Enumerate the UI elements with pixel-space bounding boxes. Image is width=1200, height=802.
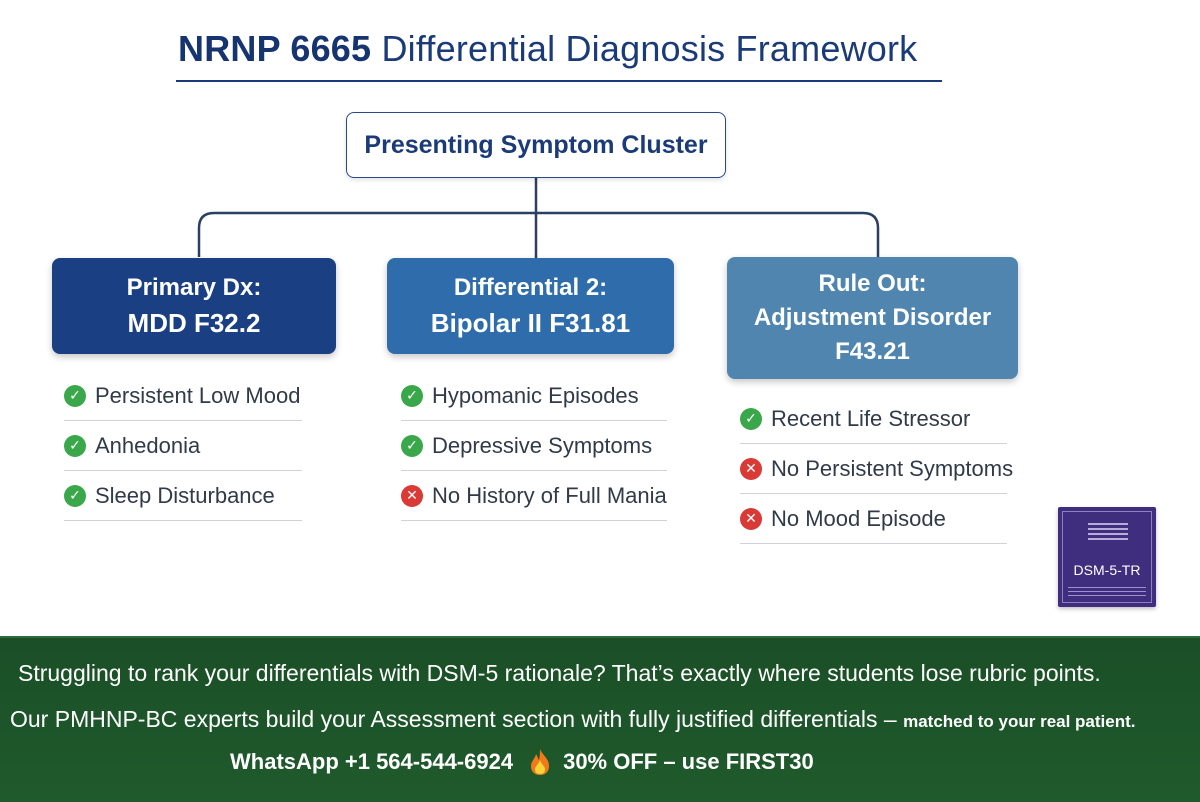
dx-box-primary: Primary Dx: MDD F32.2 — [52, 258, 336, 354]
check-icon: ✓ — [740, 407, 762, 430]
criterion-item: ✓ Hypomanic Episodes — [401, 371, 667, 421]
criterion-item: ✓ Persistent Low Mood — [64, 371, 302, 421]
x-icon: ✕ — [401, 484, 423, 507]
banner-subline-main: Our PMHNP-BC experts build your Assessme… — [10, 706, 897, 732]
check-icon: ✓ — [64, 384, 86, 407]
criterion-text: No Mood Episode — [771, 505, 946, 531]
criterion-text: Hypomanic Episodes — [432, 382, 639, 408]
book-stripe — [1068, 595, 1146, 596]
discount-offer: 30% OFF – use FIRST30 — [563, 749, 814, 774]
criterion-text: Persistent Low Mood — [95, 382, 301, 408]
check-icon: ✓ — [401, 384, 423, 407]
check-icon: ✓ — [64, 434, 86, 457]
banner-subline: Our PMHNP-BC experts build your Assessme… — [10, 706, 1136, 733]
criterion-text: Depressive Symptoms — [432, 432, 653, 458]
check-icon: ✓ — [401, 434, 423, 457]
dx-code: F43.21 — [835, 338, 910, 365]
book-title-line — [1088, 538, 1128, 540]
dx-heading: Primary Dx: — [126, 274, 262, 301]
criterion-text: Anhedonia — [95, 432, 201, 458]
dx-box-rule-out: Rule Out: Adjustment Disorder F43.21 — [727, 257, 1018, 379]
criterion-item: ✕ No History of Full Mania — [401, 471, 667, 521]
criterion-text: No History of Full Mania — [432, 482, 667, 508]
title-text: Differential Diagnosis Framework — [381, 28, 918, 69]
dsm-badge-label: DSM-5-TR — [1073, 562, 1141, 578]
book-stripe — [1068, 591, 1146, 592]
criterion-text: Sleep Disturbance — [95, 482, 275, 508]
book-title-line — [1088, 533, 1128, 535]
course-code: NRNP 6665 — [178, 28, 372, 69]
criterion-item: ✓ Sleep Disturbance — [64, 471, 302, 521]
fire-icon — [531, 749, 550, 775]
promo-banner: Struggling to rank your differentials wi… — [0, 636, 1200, 802]
dx-name: Adjustment Disorder — [753, 304, 992, 331]
book-stripe — [1068, 587, 1146, 588]
book-frame — [1062, 511, 1152, 603]
connector-crossbar — [197, 211, 880, 257]
criterion-item: ✕ No Persistent Symptoms — [740, 444, 1013, 494]
criterion-item: ✕ No Mood Episode — [740, 494, 1007, 544]
criteria-list-rule-out: ✓ Recent Life Stressor ✕ No Persistent S… — [740, 394, 1013, 544]
criteria-list-primary: ✓ Persistent Low Mood ✓ Anhedonia ✓ Slee… — [64, 371, 302, 521]
root-node-presenting-symptom-cluster: Presenting Symptom Cluster — [346, 112, 726, 178]
criterion-item: ✓ Depressive Symptoms — [401, 421, 667, 471]
page-title: NRNP 6665 Differential Diagnosis Framewo… — [178, 28, 917, 70]
banner-headline: Struggling to rank your differentials wi… — [18, 660, 1101, 686]
dx-code: MDD F32.2 — [127, 308, 261, 338]
dx-code: Bipolar II F31.81 — [430, 308, 631, 338]
criterion-text: Recent Life Stressor — [771, 405, 971, 431]
banner-cta: WhatsApp +1 564-544-6924 30% OFF – use F… — [230, 748, 814, 776]
criterion-item: ✓ Recent Life Stressor — [740, 394, 1007, 444]
title-underline — [176, 80, 942, 82]
dx-heading: Rule Out: — [818, 270, 927, 297]
book-title-line — [1088, 528, 1128, 530]
check-icon: ✓ — [64, 484, 86, 507]
book-title-line — [1088, 523, 1128, 525]
criterion-item: ✓ Anhedonia — [64, 421, 302, 471]
root-node-label: Presenting Symptom Cluster — [364, 130, 708, 159]
x-icon: ✕ — [740, 457, 762, 480]
banner-subline-small: matched to your real patient. — [903, 712, 1136, 731]
dx-heading: Differential 2: — [453, 274, 608, 301]
dx-box-differential-2: Differential 2: Bipolar II F31.81 — [387, 258, 674, 354]
dsm-book-icon: DSM-5-TR — [1058, 507, 1156, 607]
whatsapp-contact-link[interactable]: WhatsApp +1 564-544-6924 — [230, 749, 514, 774]
criteria-list-differential-2: ✓ Hypomanic Episodes ✓ Depressive Sympto… — [401, 371, 667, 521]
x-icon: ✕ — [740, 507, 762, 530]
criterion-text: No Persistent Symptoms — [771, 455, 1014, 481]
